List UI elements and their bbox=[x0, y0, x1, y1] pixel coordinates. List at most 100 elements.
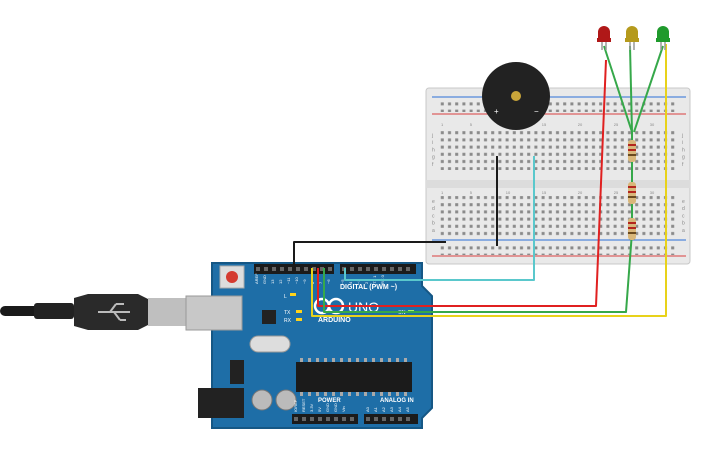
leds[interactable] bbox=[597, 26, 670, 50]
header-hole[interactable] bbox=[304, 267, 308, 271]
chip-pin bbox=[404, 392, 407, 396]
resistor-3[interactable] bbox=[628, 218, 636, 240]
usb-cable-cord bbox=[0, 306, 40, 316]
column-number: 15 bbox=[542, 122, 547, 127]
power-pin-label: IOREF bbox=[293, 399, 298, 412]
power-pin-label: 5V bbox=[317, 407, 322, 412]
header-hole[interactable] bbox=[398, 417, 402, 421]
header-hole[interactable] bbox=[302, 417, 306, 421]
header-hole[interactable] bbox=[382, 267, 386, 271]
analog-in-label: ANALOG IN bbox=[380, 398, 414, 404]
wire-yellow-led[interactable] bbox=[311, 44, 667, 317]
header-hole[interactable] bbox=[390, 417, 394, 421]
header-hole[interactable] bbox=[280, 267, 284, 271]
header-hole[interactable] bbox=[342, 417, 346, 421]
header-hole[interactable] bbox=[334, 417, 338, 421]
l-label: L bbox=[284, 294, 287, 300]
reset-button[interactable] bbox=[226, 271, 238, 283]
resistor-2[interactable] bbox=[628, 182, 636, 204]
led-red[interactable] bbox=[597, 26, 611, 50]
analog-pin-label: A0 bbox=[365, 406, 370, 412]
row-letter: j bbox=[431, 133, 433, 139]
led-dome bbox=[657, 26, 669, 38]
chip-pin bbox=[404, 358, 407, 362]
piezo-buzzer[interactable]: + − bbox=[482, 62, 550, 130]
wire-green-led-yellow[interactable] bbox=[629, 45, 633, 133]
led-green[interactable] bbox=[656, 26, 670, 50]
led-yellow[interactable] bbox=[625, 26, 639, 50]
header-hole[interactable] bbox=[318, 417, 322, 421]
column-number: 5 bbox=[470, 122, 473, 127]
wire-green-led[interactable] bbox=[323, 231, 633, 313]
led-rim bbox=[597, 38, 611, 42]
row-letter: c bbox=[682, 213, 685, 219]
header-hole[interactable] bbox=[328, 267, 332, 271]
rx-label: RX bbox=[284, 318, 292, 324]
digital-pin-label: ~9 bbox=[302, 279, 307, 284]
analog-pin-label: A1 bbox=[373, 406, 378, 412]
header-hole[interactable] bbox=[374, 417, 378, 421]
wire-cyan-buzzer[interactable] bbox=[344, 156, 535, 281]
buzzer-center bbox=[511, 91, 521, 101]
row-letter: e bbox=[682, 199, 685, 205]
bottom-terminal-holes[interactable] bbox=[440, 196, 678, 236]
wire-red-led[interactable] bbox=[317, 59, 607, 307]
header-hole[interactable] bbox=[310, 417, 314, 421]
header-hole[interactable] bbox=[358, 267, 362, 271]
resistors[interactable] bbox=[628, 140, 636, 240]
header-hole[interactable] bbox=[256, 267, 260, 271]
header-hole[interactable] bbox=[320, 267, 324, 271]
header-hole[interactable] bbox=[390, 267, 394, 271]
header-hole[interactable] bbox=[350, 267, 354, 271]
wire-green-led-red[interactable] bbox=[603, 45, 633, 133]
buzzer-plus-label: + bbox=[494, 107, 499, 116]
wire-black-gnd[interactable] bbox=[293, 241, 446, 268]
header-hole[interactable] bbox=[272, 267, 276, 271]
digital-header-left[interactable] bbox=[254, 264, 334, 274]
wire-green-led-green[interactable] bbox=[633, 45, 664, 133]
l-led bbox=[290, 293, 296, 296]
resistor-1[interactable] bbox=[628, 140, 636, 162]
arduino-logo-text: ARDUINO bbox=[318, 317, 351, 324]
header-hole[interactable] bbox=[294, 417, 298, 421]
header-hole[interactable] bbox=[406, 267, 410, 271]
header-hole[interactable] bbox=[366, 417, 370, 421]
column-number: 20 bbox=[578, 190, 583, 195]
top-terminal-holes[interactable] bbox=[440, 130, 678, 170]
chip-pin bbox=[388, 392, 391, 396]
row-letter: d bbox=[432, 206, 435, 212]
header-hole[interactable] bbox=[406, 417, 410, 421]
row-letter: a bbox=[432, 228, 435, 234]
header-hole[interactable] bbox=[374, 267, 378, 271]
column-number: 10 bbox=[506, 190, 511, 195]
header-hole[interactable] bbox=[398, 267, 402, 271]
header-hole[interactable] bbox=[382, 417, 386, 421]
header-hole[interactable] bbox=[326, 417, 330, 421]
header-hole[interactable] bbox=[366, 267, 370, 271]
chip-pin bbox=[372, 392, 375, 396]
led-rim bbox=[625, 38, 639, 42]
digital-pin-label: 13 bbox=[270, 279, 275, 284]
usb-b-port bbox=[185, 295, 243, 331]
column-number: 30 bbox=[650, 122, 655, 127]
usb-cable[interactable] bbox=[0, 294, 192, 330]
atmega-chip bbox=[296, 362, 412, 392]
header-hole[interactable] bbox=[288, 267, 292, 271]
chip-pin bbox=[316, 358, 319, 362]
power-header[interactable] bbox=[292, 414, 358, 424]
header-hole[interactable] bbox=[264, 267, 268, 271]
bottom-power-rail-holes[interactable] bbox=[440, 243, 678, 255]
power-pin-label: GND bbox=[333, 403, 338, 412]
arduino-uno-board[interactable]: L TX RX ON DIGITAL (PWM ~) ARDUINO UNO P… bbox=[185, 262, 433, 429]
header-hole[interactable] bbox=[312, 267, 316, 271]
usb-plug-metal bbox=[148, 298, 192, 326]
chip-pin bbox=[340, 392, 343, 396]
header-hole[interactable] bbox=[350, 417, 354, 421]
wires[interactable] bbox=[293, 44, 667, 317]
header-hole[interactable] bbox=[296, 267, 300, 271]
analog-pin-label: A2 bbox=[381, 406, 386, 412]
tx-led bbox=[296, 310, 302, 313]
